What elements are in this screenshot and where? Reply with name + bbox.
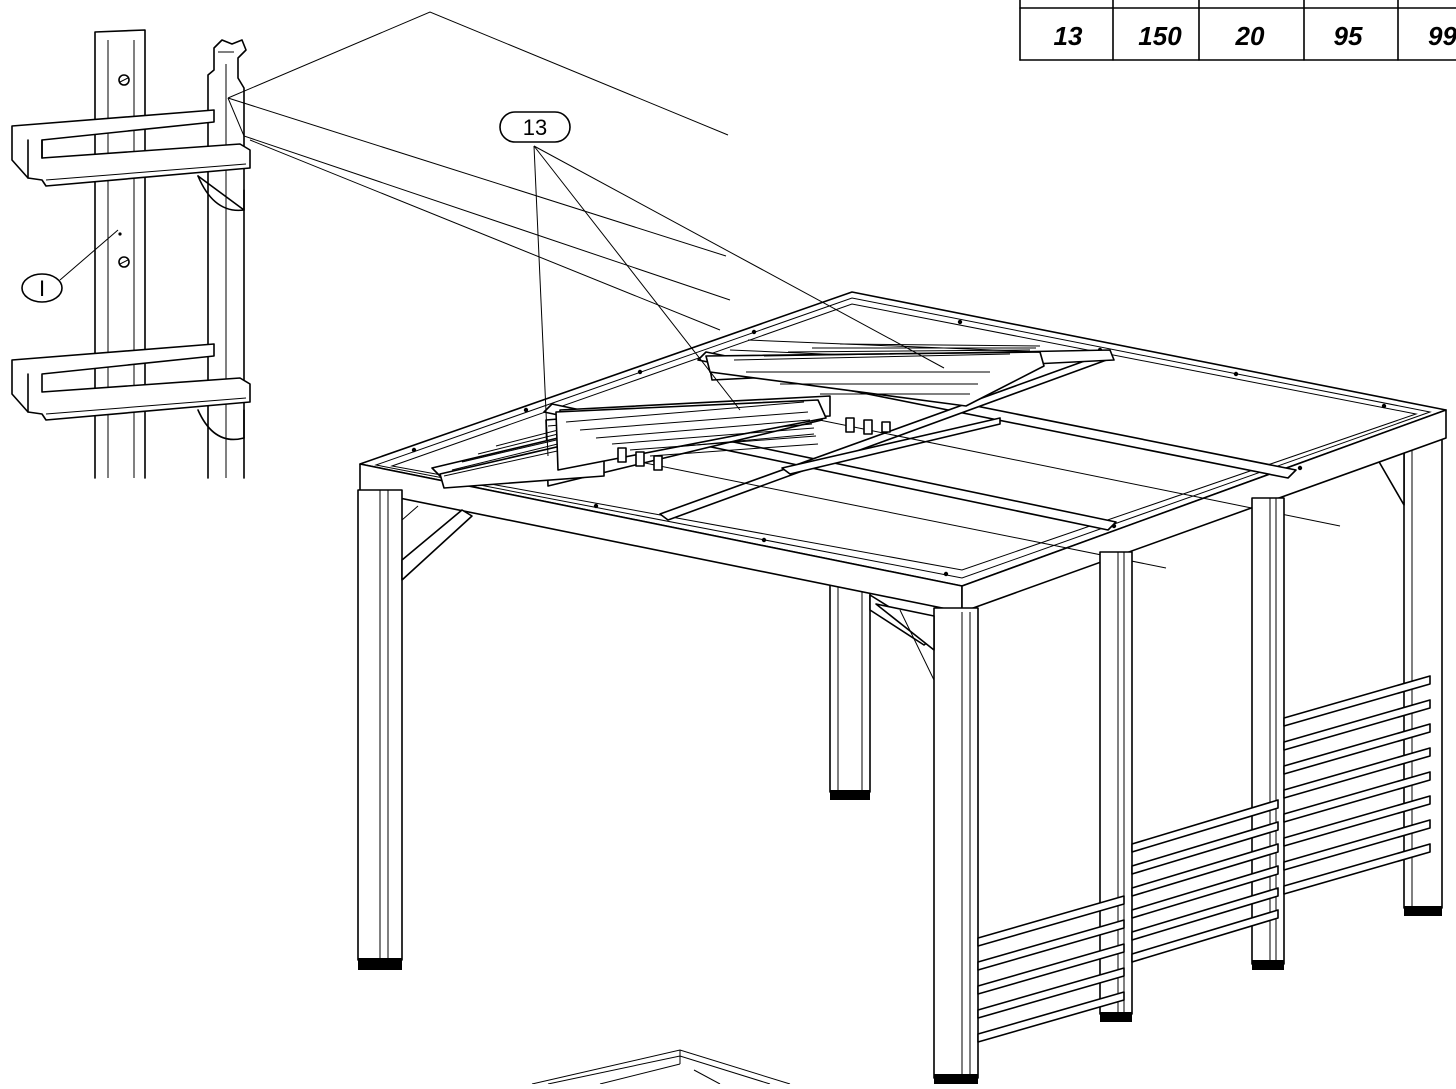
roof-frame	[359, 291, 1447, 613]
callout-detail-label: I	[39, 276, 45, 301]
table-cell-c: 99	[1428, 21, 1456, 51]
callout-bubble-detail	[21, 273, 63, 303]
roof-louvres	[431, 339, 1115, 489]
parts-table: 13 150 20 95 99	[1019, 0, 1456, 61]
table-cell-a: 20	[1235, 21, 1265, 51]
table-cell-part: 13	[1054, 21, 1083, 51]
side-slat-panel-3	[1283, 675, 1431, 895]
right-side-posts	[1099, 497, 1285, 1022]
side-slat-panel-1	[977, 895, 1125, 1043]
table-cell-b: 95	[1334, 21, 1363, 51]
detail-view-bracket: I	[11, 29, 251, 479]
pergola-assembly: 13	[357, 111, 1447, 1084]
front-left-post	[357, 489, 473, 970]
next-view-partial	[531, 1049, 791, 1085]
side-slat-panel-2	[1131, 799, 1279, 963]
table-cell-qty: 150	[1138, 21, 1182, 51]
callout-part-label: 13	[523, 115, 547, 140]
callout-bubble-part	[499, 111, 571, 143]
callout-part-13: 13	[499, 111, 945, 457]
front-corner-post	[875, 603, 979, 1084]
roof-panel-exploded	[227, 11, 731, 331]
